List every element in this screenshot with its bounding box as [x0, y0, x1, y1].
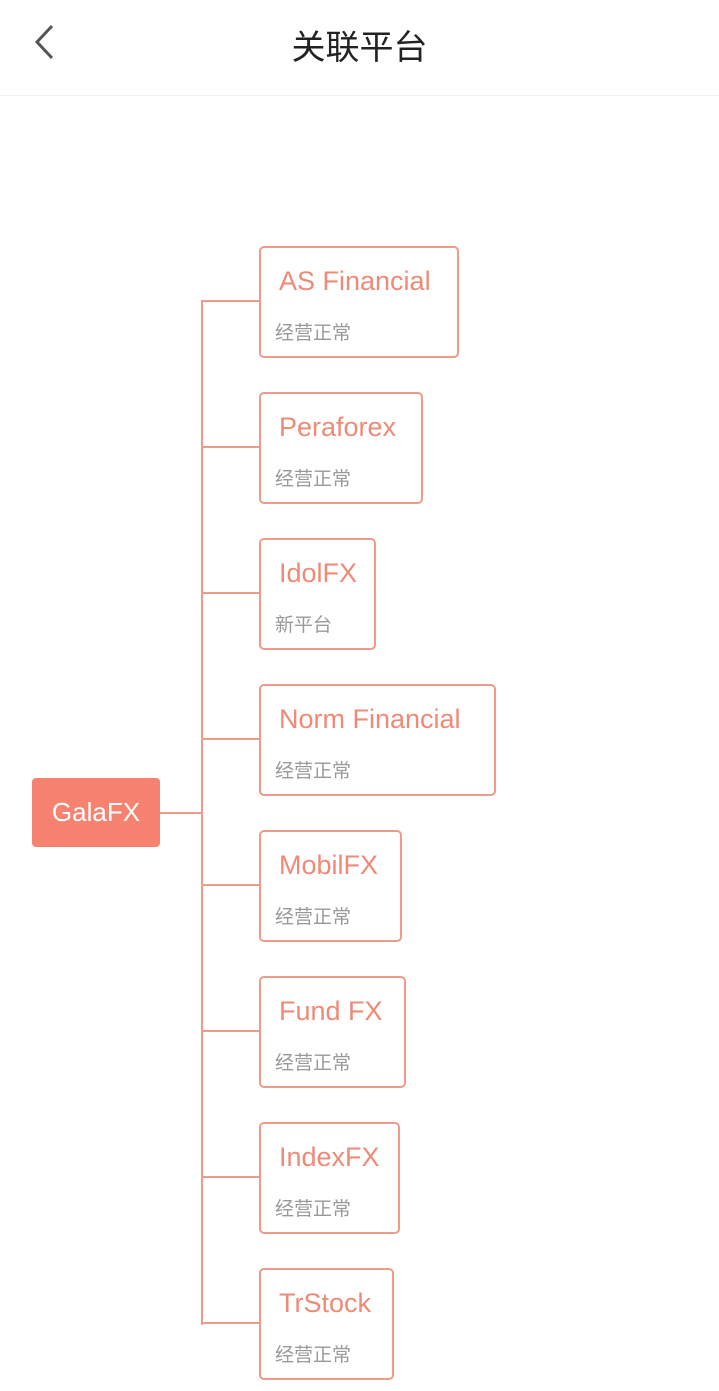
chevron-left-icon	[34, 24, 54, 60]
platform-node[interactable]: Peraforex 经营正常	[259, 392, 423, 504]
platform-node[interactable]: MobilFX 经营正常	[259, 830, 402, 942]
platform-node[interactable]: IdolFX 新平台	[259, 538, 376, 650]
branch-connector	[202, 300, 259, 302]
platform-node[interactable]: Norm Financial 经营正常	[259, 684, 496, 796]
page-title: 关联平台	[291, 28, 428, 68]
platform-name: MobilFX	[279, 850, 379, 880]
branch-connector	[202, 1322, 259, 1324]
branch-connector	[202, 1030, 259, 1032]
platform-name: TrStock	[279, 1288, 372, 1318]
branch-connector	[202, 1176, 259, 1178]
platform-name: IndexFX	[279, 1142, 380, 1172]
platform-status: 经营正常	[275, 1344, 352, 1366]
branch-connector	[202, 884, 259, 886]
platform-node[interactable]: TrStock 经营正常	[259, 1268, 394, 1380]
branch-connector	[202, 592, 259, 594]
platform-name: Peraforex	[279, 412, 397, 442]
back-button[interactable]	[30, 20, 66, 64]
platform-status: 经营正常	[275, 906, 352, 928]
platform-status: 新平台	[275, 614, 333, 636]
platform-node[interactable]: IndexFX 经营正常	[259, 1122, 400, 1234]
branch-connector	[202, 446, 259, 448]
root-connector	[160, 812, 202, 814]
platform-name: AS Financial	[279, 266, 431, 296]
platform-status: 经营正常	[275, 760, 352, 782]
platform-node[interactable]: AS Financial 经营正常	[259, 246, 459, 358]
platform-name: IdolFX	[279, 558, 358, 588]
platform-status: 经营正常	[275, 322, 352, 344]
platform-name: Norm Financial	[279, 704, 461, 734]
platform-name: Fund FX	[279, 996, 383, 1026]
branch-connector	[202, 738, 259, 740]
platform-status: 经营正常	[275, 1052, 352, 1074]
platform-status: 经营正常	[275, 468, 352, 490]
platform-node[interactable]: Fund FX 经营正常	[259, 976, 406, 1088]
root-platform-node[interactable]: GalaFX	[32, 778, 160, 847]
platform-status: 经营正常	[275, 1198, 352, 1220]
tree-trunk-line	[201, 300, 203, 1325]
header: 关联平台	[0, 0, 719, 96]
